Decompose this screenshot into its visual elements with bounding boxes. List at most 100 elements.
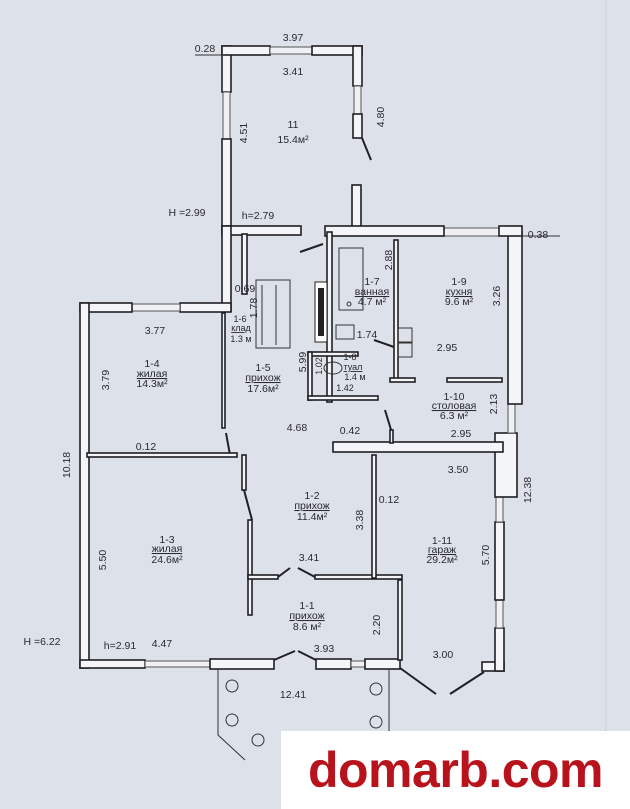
room-1-10: 1-10 столовая 6.3 м² <box>432 391 477 422</box>
plan-label: 4.51 <box>238 123 250 144</box>
plan-label: 15.4м² <box>277 134 309 146</box>
plan-label: 3.00 <box>433 649 454 661</box>
plan-label: 1-8 <box>343 352 356 362</box>
plan-label: 2.95 <box>451 428 472 440</box>
plan-label: прихож <box>294 500 329 512</box>
plan-label: 2.20 <box>371 615 383 636</box>
plan-label: 1-11 <box>432 535 452 547</box>
plan-label: 0.28 <box>195 43 216 55</box>
room-1-5: 1-5 прихож 17.6м² <box>245 362 280 395</box>
plan-label: 9.6 м² <box>445 296 474 308</box>
plan-label: 1-2 <box>304 490 319 502</box>
plan-label: 1-6 <box>233 314 246 324</box>
annex-walls <box>221 45 372 233</box>
main-walls <box>79 225 523 695</box>
room-1-6: 1-6 клад 1.3 м <box>230 314 251 344</box>
plan-label: 3.50 <box>448 464 469 476</box>
plan-label: 2.88 <box>383 250 395 271</box>
plan-label: 29.2м² <box>426 554 458 566</box>
dimension-labels: 0.28 3.97 3.41 4.51 4.80 H =2.99 h=2.79 … <box>23 32 548 701</box>
plan-label: гараж <box>428 544 456 556</box>
plan-label: 1.4 м <box>344 372 365 382</box>
staircase <box>255 279 291 349</box>
plan-label: 12.38 <box>522 477 534 503</box>
plan-label: 3.93 <box>314 643 335 655</box>
plan-label: H =2.99 <box>168 207 205 219</box>
stove-icon <box>397 327 413 343</box>
plan-label: кухня <box>446 286 473 298</box>
plan-label: 1-3 <box>159 534 174 546</box>
plan-label: 4.7 м² <box>358 296 387 308</box>
plan-label: 24.6м² <box>151 554 183 566</box>
room-1-4: 1-4 жилая 14.3м² <box>136 358 168 390</box>
plan-label: 5.70 <box>480 545 492 566</box>
plan-label: 5.50 <box>97 550 109 571</box>
plan-label: 1.42 <box>336 383 354 393</box>
plan-label: 5.99 <box>297 352 309 373</box>
plan-label: 3.77 <box>145 325 166 337</box>
plan-label: 11 <box>288 119 299 131</box>
plan-label: 2.13 <box>488 394 500 415</box>
plan-label: 4.68 <box>287 422 308 434</box>
plan-label: ванная <box>355 286 389 298</box>
plan-label: 11.4м² <box>297 511 328 523</box>
plan-label: 3.97 <box>283 32 304 44</box>
watermark-text: domarb.com <box>307 742 604 798</box>
room-11: 11 15.4м² <box>277 119 309 146</box>
plan-label: 1.74 <box>357 329 378 341</box>
plan-label: 3.38 <box>354 510 366 531</box>
plan-label: 14.3м² <box>136 378 168 390</box>
room-1-3: 1-3 жилая 24.6м² <box>151 534 183 566</box>
toilet-icon <box>323 361 343 375</box>
watermark: domarb.com <box>281 731 630 809</box>
sink-icon <box>335 324 355 340</box>
plan-label: 1-9 <box>451 276 466 288</box>
oven-icon <box>397 342 413 358</box>
plan-label: 0.38 <box>528 229 549 241</box>
bathtub-icon <box>338 247 364 311</box>
plan-label: 1-4 <box>144 358 159 370</box>
room-1-1: 1-1 прихож 8.6 м² <box>289 600 324 633</box>
plan-label: жилая <box>137 368 168 380</box>
plan-label: 10.18 <box>61 452 73 478</box>
plan-label: 3.79 <box>100 370 112 391</box>
plan-label: 4.80 <box>375 107 387 128</box>
porch-outline <box>217 669 246 761</box>
plan-label: туал <box>344 362 363 372</box>
room-1-8: 1-8 туал 1.4 м <box>343 352 365 382</box>
plan-label: 2.95 <box>437 342 458 354</box>
fixtures <box>195 54 560 761</box>
plan-label: 1.02 <box>314 357 324 375</box>
interior-walls <box>86 231 504 661</box>
plan-label: h=2.91 <box>104 640 137 652</box>
room-1-7: 1-7 ванная 4.7 м² <box>355 276 389 308</box>
plan-label: 1-5 <box>255 362 270 374</box>
plan-label: 4.47 <box>152 638 173 650</box>
room-1-11: 1-11 гараж 29.2м² <box>426 535 458 566</box>
plan-label: 3.41 <box>299 552 320 564</box>
plan-label: 1-1 <box>299 600 314 612</box>
plan-label: 1-7 <box>364 276 379 288</box>
plan-label: клад <box>231 323 251 333</box>
plan-label: 12.41 <box>280 689 306 701</box>
plan-label: 3.26 <box>491 286 503 307</box>
plan-label: 1-10 <box>443 391 464 403</box>
room-1-2: 1-2 прихож 11.4м² <box>294 490 329 523</box>
plan-label: h=2.79 <box>242 210 275 222</box>
plan-label: 0.12 <box>136 441 157 453</box>
plan-label: прихож <box>245 372 280 384</box>
plan-label: H =6.22 <box>23 636 60 648</box>
room-1-9: 1-9 кухня 9.6 м² <box>445 276 474 308</box>
plan-label: 8.6 м² <box>293 621 322 633</box>
plan-label: прихож <box>289 610 324 622</box>
plan-label: 1.78 <box>248 298 260 319</box>
plan-label: 17.6м² <box>247 383 279 395</box>
plan-label: 0.12 <box>379 494 400 506</box>
plan-label: 0.42 <box>340 425 361 437</box>
plan-label: жилая <box>152 543 183 555</box>
plan-label: 0.69 <box>235 283 256 295</box>
plan-label: столовая <box>432 400 477 412</box>
porch-columns <box>225 679 383 747</box>
plan-label: 3.41 <box>283 66 304 78</box>
